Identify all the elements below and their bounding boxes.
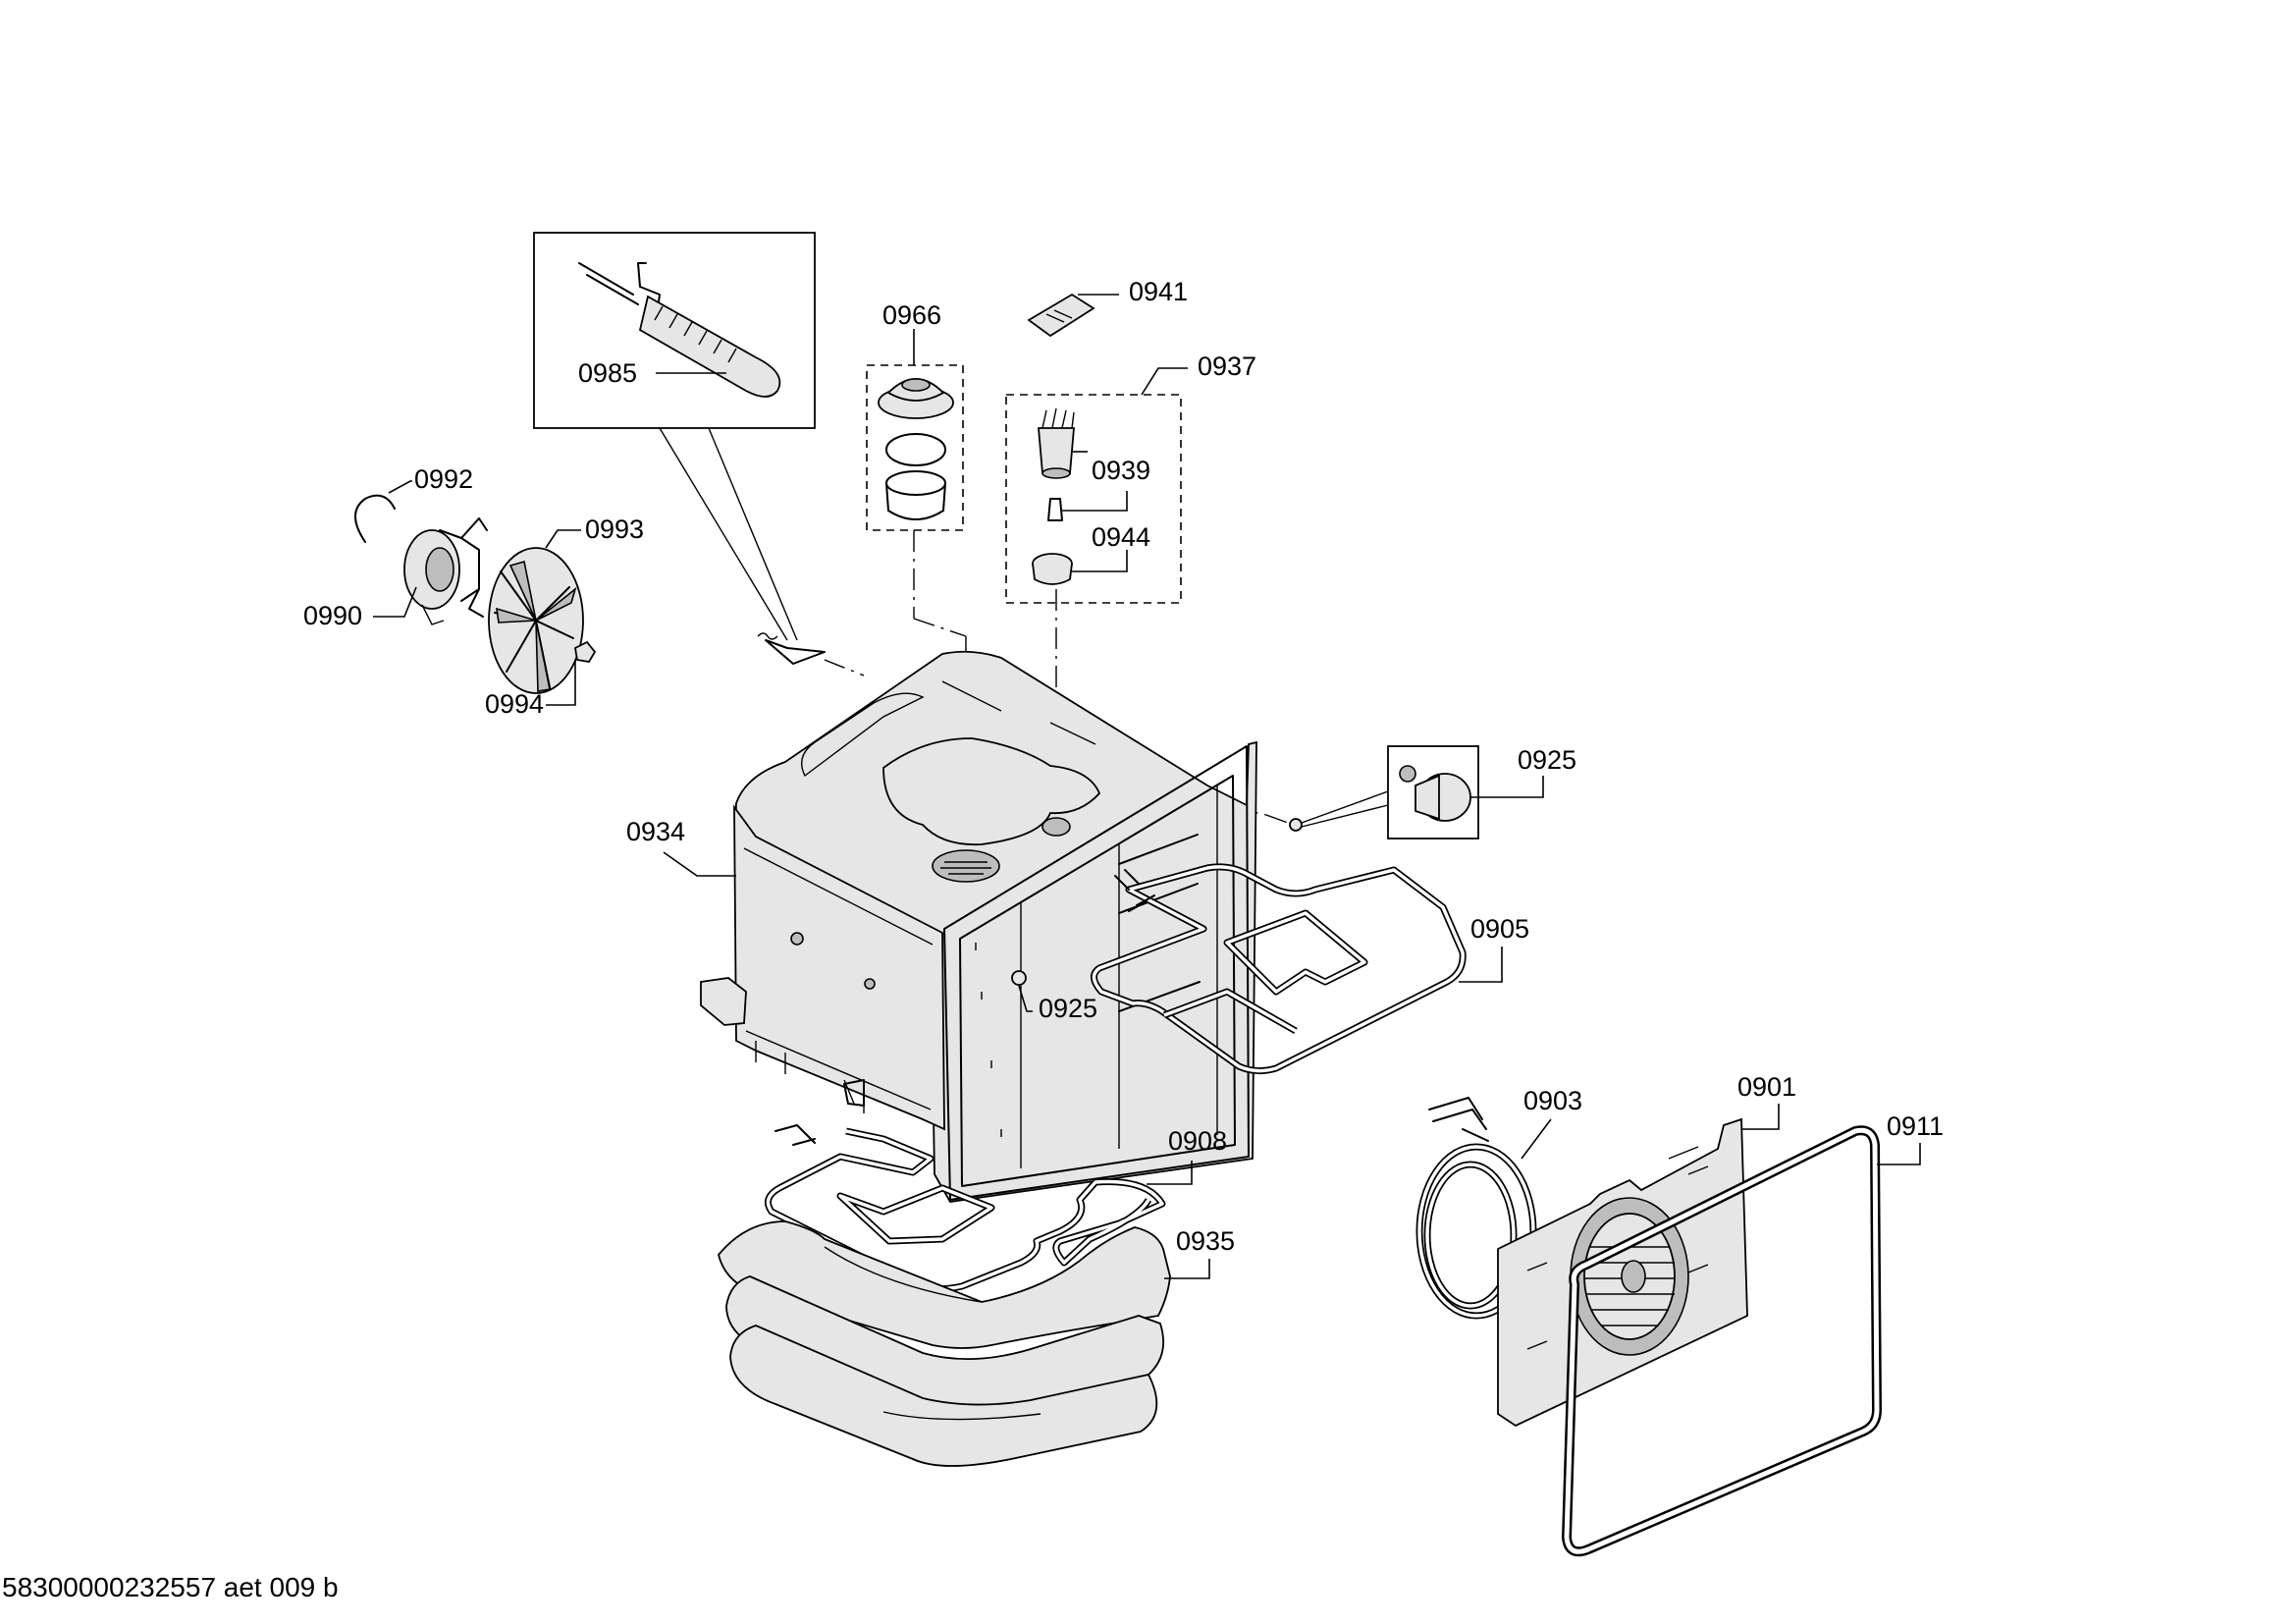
label-0937: 0937 — [1198, 352, 1256, 381]
label-0941: 0941 — [1129, 277, 1188, 306]
label-0939: 0939 — [1092, 456, 1150, 485]
label-0966: 0966 — [882, 300, 941, 330]
label-0901: 0901 — [1737, 1072, 1796, 1102]
label-0994: 0994 — [485, 689, 544, 719]
insulation-0935: 0935 — [718, 1220, 1235, 1467]
label-0905: 0905 — [1470, 914, 1529, 944]
label-0993: 0993 — [585, 514, 644, 544]
part-0941: 0941 — [1027, 277, 1188, 338]
oven-cavity-0934: 0934 0925 — [626, 650, 1257, 1203]
label-0992: 0992 — [414, 464, 473, 494]
label-0944: 0944 — [1092, 522, 1150, 552]
label-0934: 0934 — [626, 817, 685, 846]
probe-socket — [757, 632, 865, 677]
label-0911: 0911 — [1887, 1111, 1944, 1141]
inset-box-0985: 0985 — [533, 232, 816, 641]
heating-element-0908: 0908 — [764, 1124, 1227, 1293]
fan-motor-group: 0992 0990 0993 0994 — [303, 464, 644, 719]
label-0935: 0935 — [1176, 1226, 1235, 1256]
group-0937-lamp: 0937 0939 0944 — [1005, 352, 1256, 604]
fan-cover-0901: 0901 — [1497, 1072, 1796, 1428]
heating-element-0905: 0905 — [1091, 863, 1529, 1075]
label-0908: 0908 — [1168, 1126, 1227, 1156]
group-0966-lamp-cover: 0966 — [866, 300, 964, 531]
label-0903: 0903 — [1523, 1086, 1582, 1115]
document-code: 58300000232557 aet 009 b — [2, 1572, 339, 1602]
door-seal-0911: 0911 — [1562, 1111, 1944, 1557]
label-0985: 0985 — [578, 358, 637, 388]
label-0925-top: 0925 — [1518, 745, 1576, 775]
label-0925-mid: 0925 — [1039, 994, 1097, 1023]
part-0925-top: 0925 — [1289, 745, 1576, 839]
label-0990: 0990 — [303, 601, 362, 630]
